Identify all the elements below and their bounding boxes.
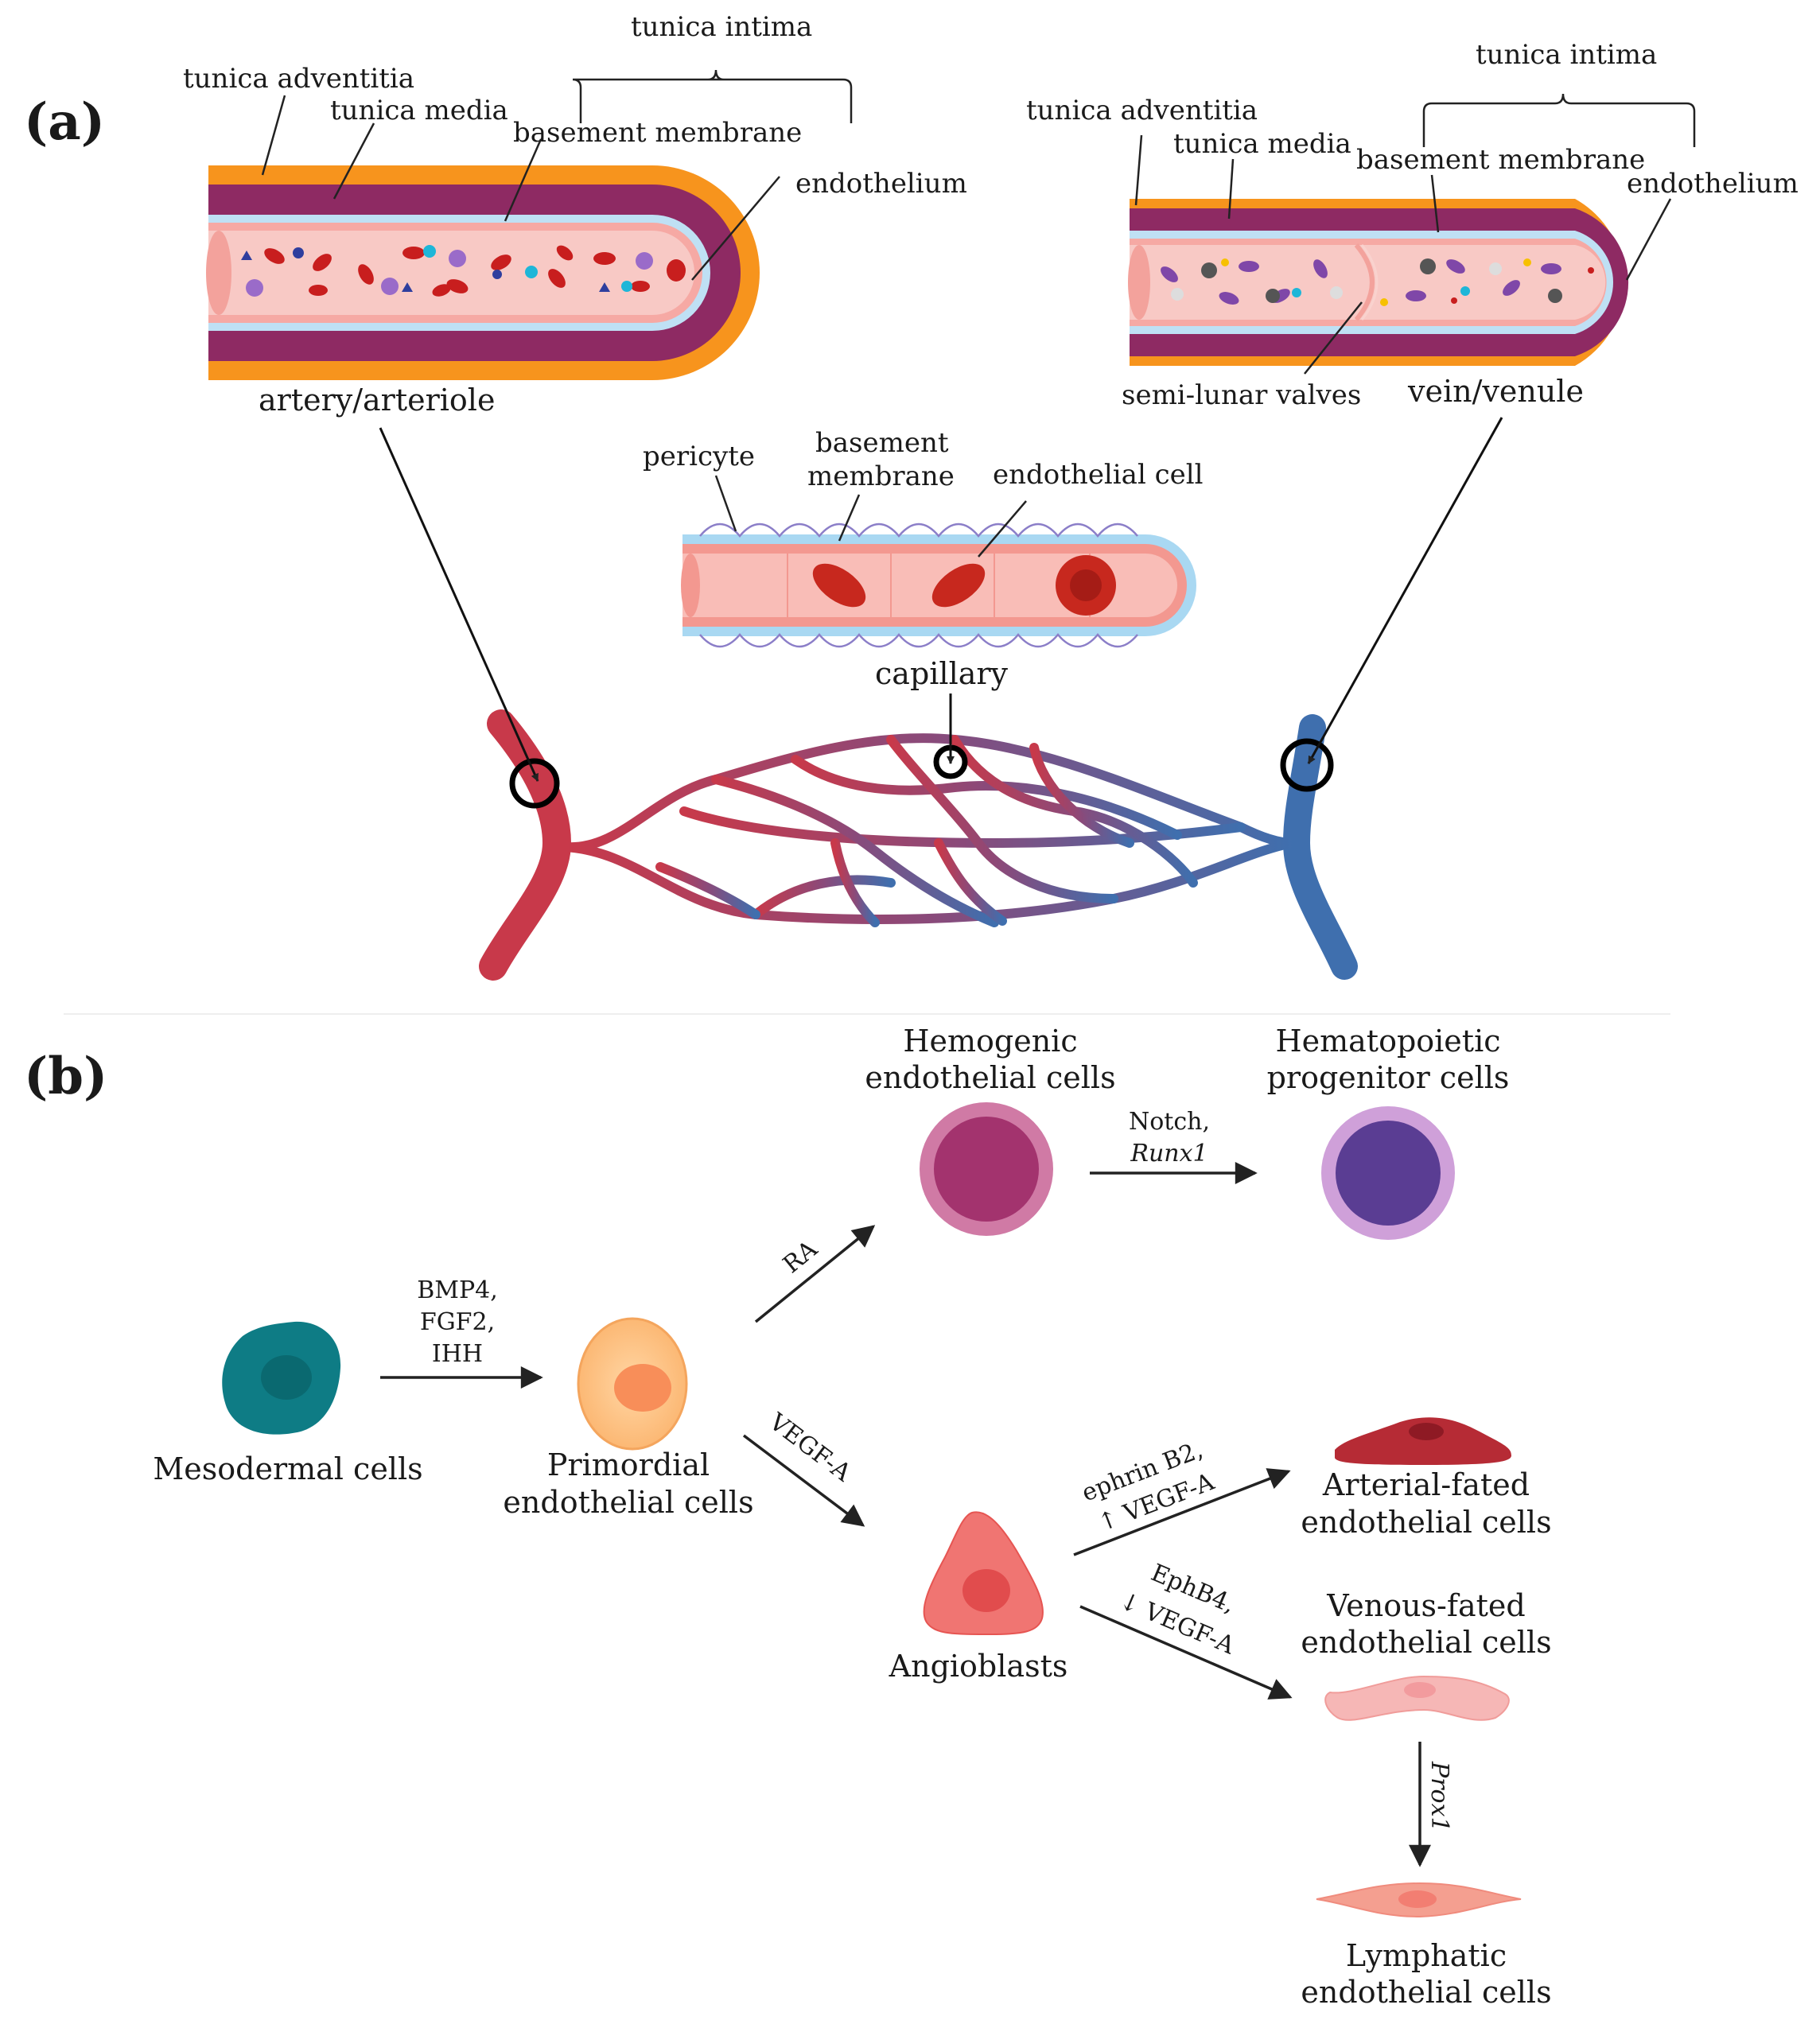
venous-cell [1324, 1675, 1510, 1721]
hematopoietic-label-2: progenitor cells [1267, 1060, 1510, 1095]
hemogenic-label-2: endothelial cells [865, 1060, 1115, 1095]
mesodermal-label: Mesodermal cells [153, 1451, 422, 1486]
signal-ihh: IHH [432, 1340, 483, 1368]
venous-label-2: endothelial cells [1301, 1625, 1551, 1660]
signal-fgf2: FGF2, [420, 1308, 495, 1336]
vein-basement-label: basement membrane [1356, 144, 1645, 176]
signal-runx1: Runx1 [1130, 1140, 1208, 1167]
vein-valves-label: semi-lunar valves [1122, 379, 1361, 411]
signal-bmp4: BMP4, [417, 1276, 498, 1304]
artery-endothelium-label: endothelium [795, 168, 967, 200]
panel-b-label: (b) [24, 1047, 107, 1106]
endothelial-cell-label: endothelial cell [993, 459, 1204, 491]
artery-basement-label: basement membrane [513, 117, 802, 149]
hemogenic-label-1: Hemogenic [903, 1024, 1077, 1059]
hematopoietic-nucleus [1336, 1121, 1441, 1226]
primordial-label-1: Primordial [547, 1447, 710, 1482]
capillary-name: capillary [875, 656, 1009, 691]
vein-media-label: tunica media [1173, 128, 1351, 160]
signal-prox1: Prox1 [1425, 1761, 1453, 1832]
capillary-basement-label-1: basement [815, 427, 949, 459]
vascular-bed [479, 709, 1358, 981]
primordial-nucleus [614, 1364, 671, 1412]
hemogenic-nucleus [934, 1117, 1039, 1222]
artery-media-label: tunica media [330, 95, 508, 126]
arterial-nucleus [1409, 1423, 1444, 1440]
panel-a-leaders [261, 69, 1696, 375]
angioblast-label: Angioblasts [889, 1649, 1068, 1684]
panel-a-label: (a) [24, 92, 105, 152]
hematopoietic-label-1: Hematopoietic [1275, 1024, 1500, 1059]
vein-adventitia-label: tunica adventitia [1026, 95, 1258, 126]
differentiation-arrows [380, 1162, 1431, 1867]
pericyte-label: pericyte [643, 441, 755, 472]
venous-nucleus [1404, 1682, 1436, 1698]
lymphatic-nucleus [1398, 1890, 1437, 1908]
arterial-cell [1335, 1417, 1511, 1465]
signal-notch: Notch, [1129, 1108, 1210, 1136]
mesodermal-nucleus [261, 1355, 312, 1400]
artery-vessel [206, 165, 760, 380]
artery-name: artery/arteriole [259, 383, 495, 418]
angioblast-nucleus [962, 1569, 1010, 1612]
arterial-label-1: Arterial-fated [1322, 1467, 1530, 1502]
artery-adventitia-label: tunica adventitia [183, 63, 414, 95]
capillary-vessel [681, 523, 1196, 648]
vein-vessel [1128, 199, 1629, 366]
arterial-label-2: endothelial cells [1301, 1505, 1551, 1540]
signal-vegfa: VEGF-A [763, 1408, 856, 1487]
lymphatic-label-1: Lymphatic [1346, 1938, 1507, 1973]
capillary-basement-label-2: membrane [807, 460, 955, 492]
vein-endothelium-label: endothelium [1627, 168, 1799, 200]
capillary-leaders [714, 475, 1027, 558]
vein-intima-label: tunica intima [1476, 39, 1657, 71]
venous-label-1: Venous-fated [1326, 1588, 1525, 1623]
vein-name: vein/venule [1407, 374, 1584, 409]
artery-intima-label: tunica intima [631, 11, 812, 43]
sample-arrows [379, 417, 1503, 782]
primordial-label-2: endothelial cells [503, 1485, 753, 1520]
lymphatic-label-2: endothelial cells [1301, 1975, 1551, 2010]
